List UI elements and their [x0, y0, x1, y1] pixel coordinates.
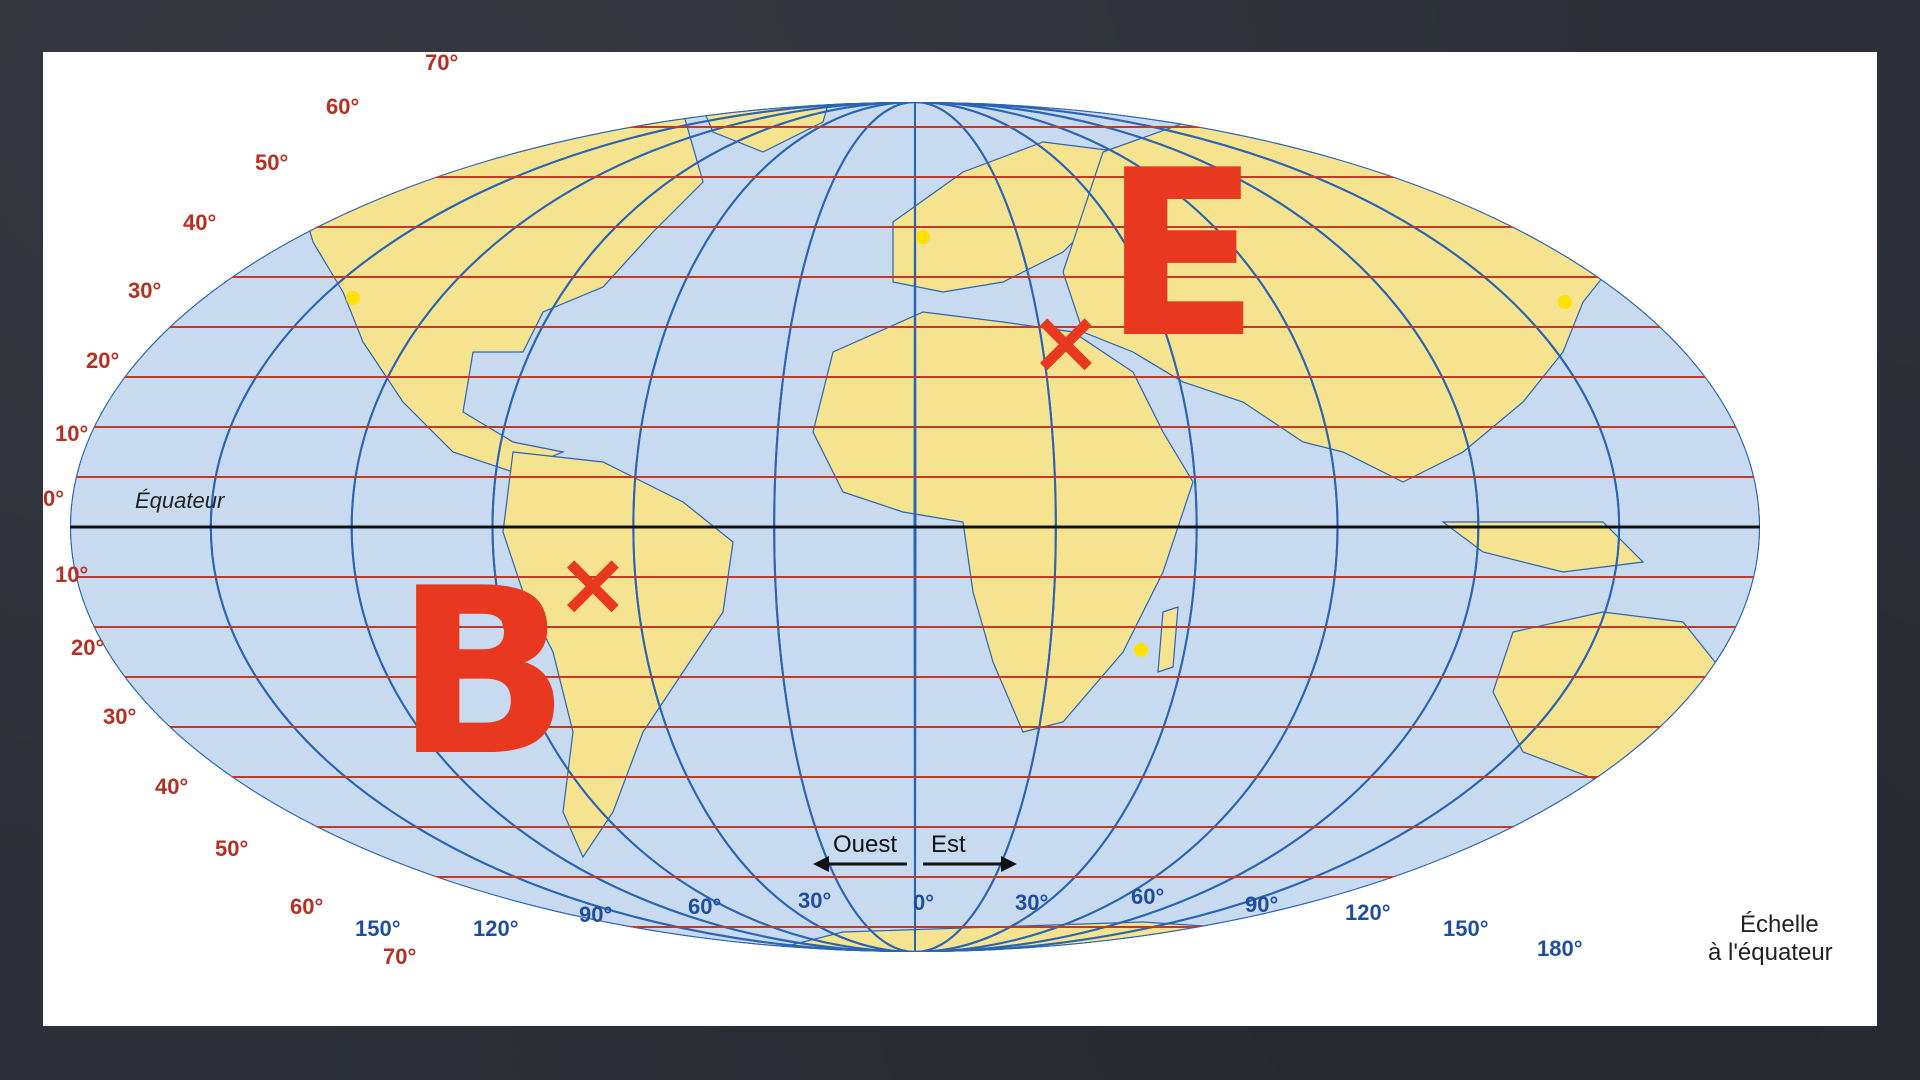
- marker-b-cross: ×: [556, 532, 630, 635]
- continent-new-zealand: [1732, 766, 1760, 823]
- lon-label-west-150: 150°: [355, 916, 401, 941]
- lat-label-north-60: 60°: [326, 94, 359, 119]
- continent-south-america: [502, 451, 734, 859]
- city-dot-london: [916, 230, 930, 244]
- lat-label-equator-0: 0°: [43, 486, 64, 511]
- lat-label-north-30: 30°: [128, 278, 161, 303]
- city-dot-madagascar: [1134, 643, 1148, 657]
- lat-label-south-40: 40°: [155, 774, 188, 799]
- lon-label-west-30: 30°: [798, 888, 831, 913]
- arrowhead-right-icon: [1001, 856, 1017, 872]
- lat-label-south-10: 10°: [55, 562, 88, 587]
- lat-label-north-50: 50°: [255, 150, 288, 175]
- lat-label-north-40: 40°: [183, 210, 216, 235]
- city-dot-tokyo: [1558, 295, 1572, 309]
- lat-label-south-50: 50°: [215, 836, 248, 861]
- longitude-labels: 150° 120° 90° 60° 30° 0° 30° 60° 90° 120…: [355, 884, 1583, 961]
- marker-b-letter: B: [395, 540, 570, 807]
- lon-label-east-150: 150°: [1443, 916, 1489, 941]
- latitude-labels: 70° 60° 50° 40° 30° 20° 10° 0° 10° 20° 3…: [43, 52, 458, 969]
- continent-madagascar: [1157, 606, 1179, 673]
- marker-e-cross: ×: [1029, 290, 1103, 393]
- marker-b: × B: [395, 532, 630, 807]
- lon-label-zero: 0°: [913, 890, 934, 915]
- scale-label-line1: Échelle: [1740, 911, 1819, 938]
- map-sheet: Équateur 70° 60° 50° 40° 30° 20° 10° 0° …: [43, 52, 1877, 1026]
- lat-label-north-10: 10°: [55, 421, 88, 446]
- lat-label-north-20: 20°: [86, 348, 119, 373]
- city-dots: [346, 230, 1572, 657]
- lon-label-east-180: 180°: [1537, 936, 1583, 961]
- world-map: Équateur 70° 60° 50° 40° 30° 20° 10° 0° …: [43, 52, 1833, 969]
- arrowhead-left-icon: [813, 856, 829, 872]
- lat-label-south-30: 30°: [103, 704, 136, 729]
- lon-label-east-30: 30°: [1015, 890, 1048, 915]
- lat-label-south-60: 60°: [290, 894, 323, 919]
- continent-indonesia: [1441, 521, 1645, 573]
- marker-e-letter: E: [1103, 122, 1260, 389]
- lat-label-south-20: 20°: [71, 635, 104, 660]
- lon-label-east-120: 120°: [1345, 900, 1391, 925]
- direction-east-label: Est: [931, 831, 966, 858]
- lat-label-south-70: 70°: [383, 944, 416, 969]
- marker-e: × E: [1029, 122, 1260, 393]
- equator-label: Équateur: [135, 488, 226, 513]
- city-dot-los-angeles: [346, 291, 360, 305]
- lon-label-east-90: 90°: [1245, 892, 1278, 917]
- scale-label-line2: à l'équateur: [1708, 939, 1833, 966]
- lon-label-east-60: 60°: [1131, 884, 1164, 909]
- direction-west-label: Ouest: [833, 831, 897, 858]
- lon-label-west-120: 120°: [473, 916, 519, 941]
- direction-indicator: Ouest Est: [813, 831, 1017, 872]
- lat-label-north-70: 70°: [425, 52, 458, 75]
- lon-label-west-60: 60°: [688, 894, 721, 919]
- lon-label-west-90: 90°: [579, 902, 612, 927]
